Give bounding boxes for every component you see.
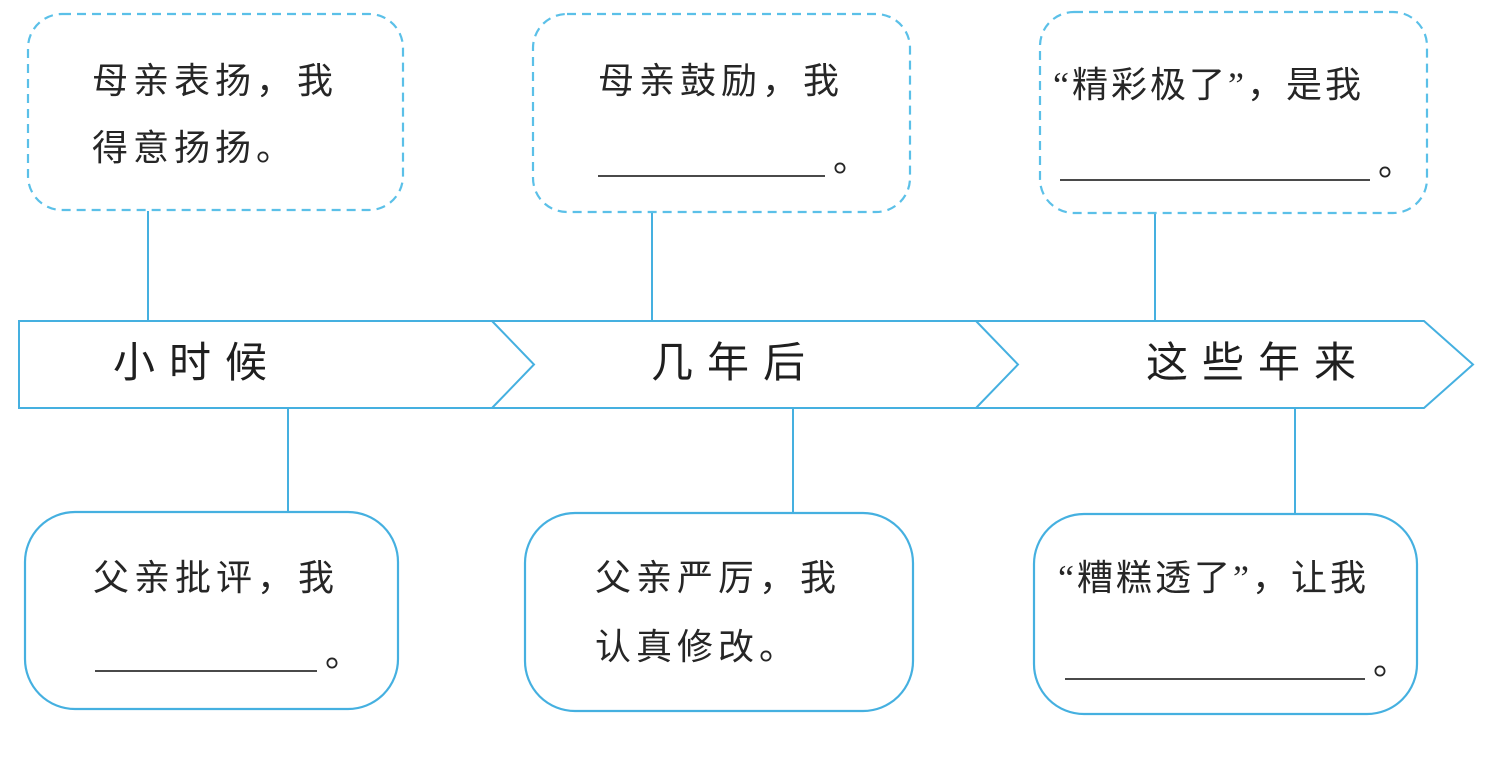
timeline-label-1: 小时候 <box>112 341 281 387</box>
answer-blank[interactable] <box>95 636 317 672</box>
callout-text-line: “糟糕透了”，让我 <box>1058 558 1369 598</box>
fill-in-row: 。 <box>1060 145 1414 181</box>
callout-text-line: 得意扬扬。 <box>92 128 298 168</box>
answer-blank[interactable] <box>1060 145 1370 181</box>
callout-border-bottom-2 <box>523 511 915 713</box>
callout-bottom-3: “糟糕透了”，让我 。 <box>1034 514 1417 714</box>
callout-bottom-1: 父亲批评，我 。 <box>25 512 398 709</box>
callout-border-top-1 <box>26 12 405 212</box>
timeline-divider-2 <box>975 320 1020 409</box>
fill-in-row: 。 <box>598 141 869 177</box>
fill-in-row: 。 <box>95 636 361 672</box>
callout-text-line: “精彩极了”，是我 <box>1053 65 1364 105</box>
callout-border-top-2 <box>531 12 912 214</box>
period-mark: 。 <box>1373 642 1410 682</box>
callout-text-line: 母亲表扬，我 <box>92 61 339 101</box>
period-mark: 。 <box>833 139 870 179</box>
period-mark: 。 <box>1378 143 1415 183</box>
period-mark: 。 <box>325 634 362 674</box>
timeline-divider-1 <box>491 320 536 409</box>
callout-top-1: 母亲表扬，我 得意扬扬。 <box>28 14 403 210</box>
timeline-label-3: 这些年来 <box>1145 341 1370 387</box>
answer-blank[interactable] <box>598 141 825 177</box>
callout-border-bottom-1 <box>23 510 400 711</box>
fill-in-row: 。 <box>1065 644 1409 680</box>
callout-text-line: 母亲鼓励，我 <box>598 61 845 101</box>
callout-border-top-3 <box>1038 10 1429 215</box>
timeline-label-2: 几年后 <box>650 341 819 387</box>
callout-top-2: 母亲鼓励，我 。 <box>533 14 910 212</box>
callout-top-3: “精彩极了”，是我 。 <box>1040 12 1427 213</box>
callout-text-line: 父亲严厉，我 <box>595 558 842 598</box>
callout-text-line: 认真修改。 <box>595 627 801 667</box>
answer-blank[interactable] <box>1065 644 1365 680</box>
timeline-arrow <box>18 320 1475 409</box>
callout-border-bottom-3 <box>1032 512 1419 716</box>
callout-bottom-2: 父亲严厉，我 认真修改。 <box>525 513 913 711</box>
callout-text-line: 父亲批评，我 <box>93 558 340 598</box>
